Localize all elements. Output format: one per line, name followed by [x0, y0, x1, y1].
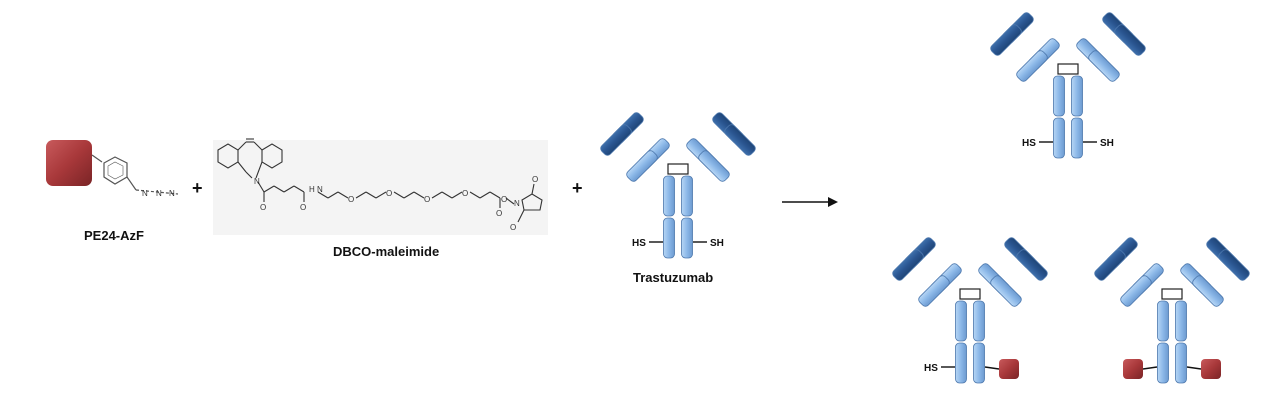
pe24-conjugate	[999, 359, 1019, 379]
atom-o-10: O	[510, 223, 516, 232]
dbco-atom-labels: N O H N O O O O O O O N O O	[254, 175, 538, 232]
atom-n-imide: N	[514, 199, 520, 208]
atom-o-7: O	[496, 209, 502, 218]
antibody-product-unconjugated: HS SH	[990, 12, 1146, 159]
atom-o-6: O	[462, 189, 468, 198]
atom-o-1: O	[260, 203, 266, 212]
atom-n-ring: N	[254, 177, 260, 186]
svg-text:N: N	[169, 189, 175, 198]
svg-text:N: N	[156, 189, 162, 198]
thiol-label-right: SH	[1100, 138, 1114, 149]
fc-ch2-R	[1071, 75, 1083, 117]
fc-ch3-R	[973, 342, 985, 384]
label-dbco-maleimide: DBCO-maleimide	[333, 244, 440, 259]
fc-ch2-L	[663, 175, 675, 217]
light-chain-cl	[990, 275, 1022, 307]
atom-o-8: O	[501, 195, 507, 204]
light-chain-cl	[1016, 50, 1048, 82]
atom-o-9: O	[532, 175, 538, 184]
light-chain-cl	[626, 150, 658, 182]
light-chain-cl	[918, 275, 950, 307]
plus-sign-1: +	[192, 178, 203, 198]
antibody-trastuzumab: HS SH	[600, 112, 756, 259]
light-chain-vl	[724, 124, 756, 156]
atom-o-5: O	[424, 195, 430, 204]
thiol-label-left: HS	[1022, 138, 1036, 149]
light-chain-cl	[1120, 275, 1152, 307]
pe24-protein	[46, 140, 92, 186]
fc-ch2-R	[681, 175, 693, 217]
thiol-label-left: HS	[632, 238, 646, 249]
thiol-label-right: SH	[710, 238, 724, 249]
svg-text:N: N	[142, 189, 148, 198]
atom-o-2: O	[300, 203, 306, 212]
label-trastuzumab: Trastuzumab	[633, 270, 714, 285]
fc-ch3-R	[1071, 117, 1083, 159]
fc-ch3-R	[681, 217, 693, 259]
light-chain-vl	[1094, 249, 1126, 281]
fc-ch2-R	[1175, 300, 1187, 342]
plus-sign-2: +	[572, 178, 583, 198]
fc-ch2-L	[1157, 300, 1169, 342]
thiol-label-left: HS	[924, 363, 938, 374]
reaction-arrow	[782, 197, 838, 207]
hinge-region	[1161, 288, 1183, 300]
light-chain-cl	[698, 150, 730, 182]
pe24-azf-molecule: N N N	[46, 140, 179, 198]
light-chain-cl	[1192, 275, 1224, 307]
antibody-product-double-conjugate	[1094, 237, 1250, 384]
fc-ch3-L	[955, 342, 967, 384]
light-chain-vl	[1218, 249, 1250, 281]
light-chain-vl	[990, 24, 1022, 56]
atom-o-3: O	[348, 195, 354, 204]
atom-nh: H N	[309, 185, 323, 194]
pe24-conjugate	[1201, 359, 1221, 379]
hinge-region	[959, 288, 981, 300]
light-chain-vl	[892, 249, 924, 281]
dbco-maleimide-structure	[213, 138, 548, 235]
fc-ch3-R	[1175, 342, 1187, 384]
fc-ch2-L	[1053, 75, 1065, 117]
hinge-region	[667, 163, 689, 175]
antibody-product-single-conjugate: HS	[892, 237, 1048, 384]
pe24-conjugate	[1123, 359, 1143, 379]
light-chain-cl	[1088, 50, 1120, 82]
light-chain-vl	[600, 124, 632, 156]
fc-ch3-L	[663, 217, 675, 259]
fc-ch3-L	[1157, 342, 1169, 384]
light-chain-vl	[1114, 24, 1146, 56]
atom-o-4: O	[386, 189, 392, 198]
fc-ch3-L	[1053, 117, 1065, 159]
light-chain-vl	[1016, 249, 1048, 281]
hinge-region	[1057, 63, 1079, 75]
fc-ch2-L	[955, 300, 967, 342]
fc-ch2-R	[973, 300, 985, 342]
label-pe24-azf: PE24-AzF	[84, 228, 144, 243]
